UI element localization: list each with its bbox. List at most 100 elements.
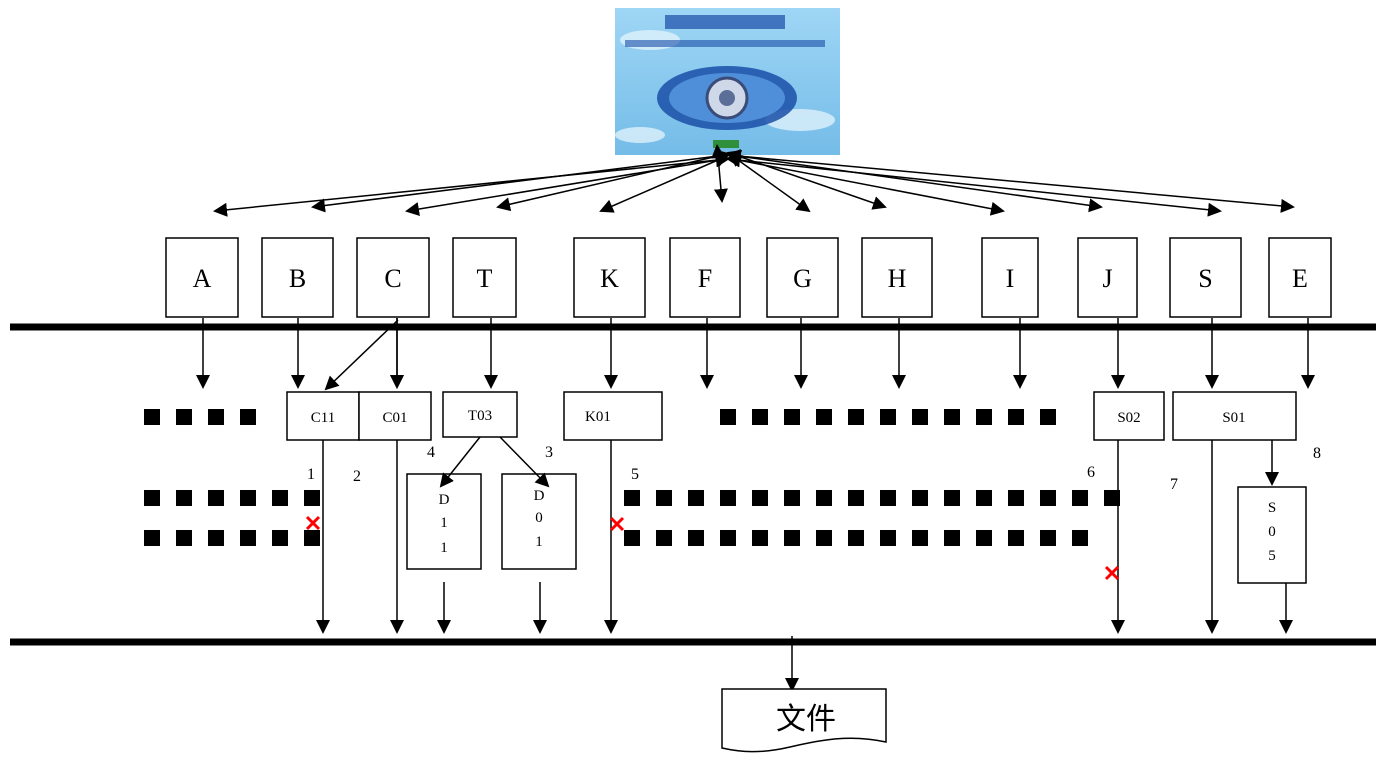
t03-to-d11-arrow bbox=[439, 436, 481, 488]
blocked-square bbox=[656, 530, 672, 546]
blocked-square bbox=[624, 530, 640, 546]
blocked-square bbox=[912, 490, 928, 506]
blocked-square bbox=[720, 409, 736, 425]
hub-link-s bbox=[726, 153, 1222, 217]
svg-text:0: 0 bbox=[1268, 524, 1276, 540]
portal-screenshot-thumbnail bbox=[615, 8, 840, 155]
path-number-5: 5 bbox=[631, 466, 639, 483]
blocked-square bbox=[240, 409, 256, 425]
red-cross-icon bbox=[609, 516, 625, 532]
blocked-square bbox=[1072, 490, 1088, 506]
document-output: 文件 bbox=[721, 688, 887, 753]
blocked-square bbox=[816, 409, 832, 425]
blocked-marks bbox=[305, 515, 1120, 581]
sub-box-k01: K01 bbox=[563, 391, 663, 441]
blocked-square bbox=[304, 490, 320, 506]
top-box-f: F bbox=[669, 237, 741, 318]
path-number-8: 8 bbox=[1313, 445, 1321, 462]
red-cross-icon bbox=[305, 515, 321, 531]
hub-link-c bbox=[405, 153, 730, 216]
blocked-square bbox=[816, 530, 832, 546]
blocked-square bbox=[848, 530, 864, 546]
blocked-square bbox=[176, 490, 192, 506]
blocked-square bbox=[1040, 530, 1056, 546]
red-cross-icon bbox=[1104, 565, 1120, 581]
blocked-square bbox=[240, 530, 256, 546]
path-number-7: 7 bbox=[1170, 476, 1178, 493]
blocked-square bbox=[624, 490, 640, 506]
svg-text:H: H bbox=[888, 264, 907, 293]
blocked-square bbox=[784, 490, 800, 506]
blocked-square bbox=[944, 490, 960, 506]
sub-box-d11: D 1 1 bbox=[406, 473, 482, 570]
c-to-c11-arrow bbox=[324, 319, 399, 391]
svg-text:S: S bbox=[1198, 264, 1212, 293]
top-box-e: E bbox=[1268, 237, 1332, 318]
path-number-3: 3 bbox=[545, 444, 553, 461]
svg-text:F: F bbox=[698, 264, 712, 293]
blocked-square bbox=[1072, 530, 1088, 546]
svg-text:C01: C01 bbox=[382, 410, 407, 426]
blocked-square bbox=[752, 530, 768, 546]
svg-text:A: A bbox=[193, 264, 212, 293]
top-box-j: J bbox=[1077, 237, 1138, 318]
blocked-square bbox=[784, 409, 800, 425]
blocked-square bbox=[1040, 409, 1056, 425]
blocked-square bbox=[912, 409, 928, 425]
blocked-square bbox=[144, 530, 160, 546]
svg-text:D: D bbox=[534, 488, 545, 504]
blocked-square bbox=[304, 530, 320, 546]
top-box-i: I bbox=[981, 237, 1039, 318]
blocked-square bbox=[272, 530, 288, 546]
svg-text:K01: K01 bbox=[585, 409, 611, 425]
svg-text:T03: T03 bbox=[468, 408, 492, 424]
path-number-1: 1 bbox=[307, 466, 315, 483]
top-box-k: K bbox=[573, 237, 646, 318]
svg-text:1: 1 bbox=[440, 515, 448, 531]
svg-text:J: J bbox=[1102, 264, 1112, 293]
svg-text:I: I bbox=[1006, 264, 1015, 293]
path-number-4: 4 bbox=[427, 444, 435, 461]
blocked-square bbox=[816, 490, 832, 506]
blocked-square bbox=[272, 490, 288, 506]
svg-text:D: D bbox=[439, 492, 450, 508]
svg-text:C: C bbox=[384, 264, 401, 293]
blocked-square bbox=[688, 530, 704, 546]
path-number-6: 6 bbox=[1087, 464, 1095, 481]
path-number-2: 2 bbox=[353, 468, 361, 485]
blocked-square bbox=[976, 530, 992, 546]
blocked-square bbox=[176, 530, 192, 546]
blocked-square bbox=[976, 409, 992, 425]
blocked-rows bbox=[144, 409, 1120, 546]
hub-link-t bbox=[496, 149, 730, 212]
svg-text:G: G bbox=[793, 264, 812, 293]
top-box-b: B bbox=[261, 237, 334, 318]
svg-text:S: S bbox=[1268, 500, 1276, 516]
top-box-c: C bbox=[356, 237, 430, 318]
top-box-h: H bbox=[861, 237, 933, 318]
sub-box-c01: C01 bbox=[358, 391, 432, 441]
svg-text:S01: S01 bbox=[1222, 410, 1245, 426]
blocked-square bbox=[880, 530, 896, 546]
down-arrows bbox=[196, 318, 1315, 389]
sub-box-t03: T03 bbox=[442, 391, 518, 438]
blocked-square bbox=[208, 490, 224, 506]
blocked-square bbox=[720, 530, 736, 546]
blocked-square bbox=[688, 490, 704, 506]
svg-text:5: 5 bbox=[1268, 548, 1276, 564]
blocked-square bbox=[752, 409, 768, 425]
svg-text:文件: 文件 bbox=[776, 702, 836, 737]
blocked-square bbox=[720, 490, 736, 506]
sub-box-c11: C11 bbox=[286, 391, 360, 441]
svg-text:K: K bbox=[600, 264, 619, 293]
t03-to-d01-arrow bbox=[499, 436, 550, 488]
blocked-square bbox=[208, 409, 224, 425]
hub-link-a bbox=[213, 153, 730, 217]
blocked-square bbox=[176, 409, 192, 425]
top-box-s: S bbox=[1169, 237, 1242, 318]
blocked-square bbox=[880, 490, 896, 506]
hub-links bbox=[213, 144, 1295, 217]
top-box-a: A bbox=[165, 237, 239, 318]
svg-text:C11: C11 bbox=[311, 410, 335, 426]
